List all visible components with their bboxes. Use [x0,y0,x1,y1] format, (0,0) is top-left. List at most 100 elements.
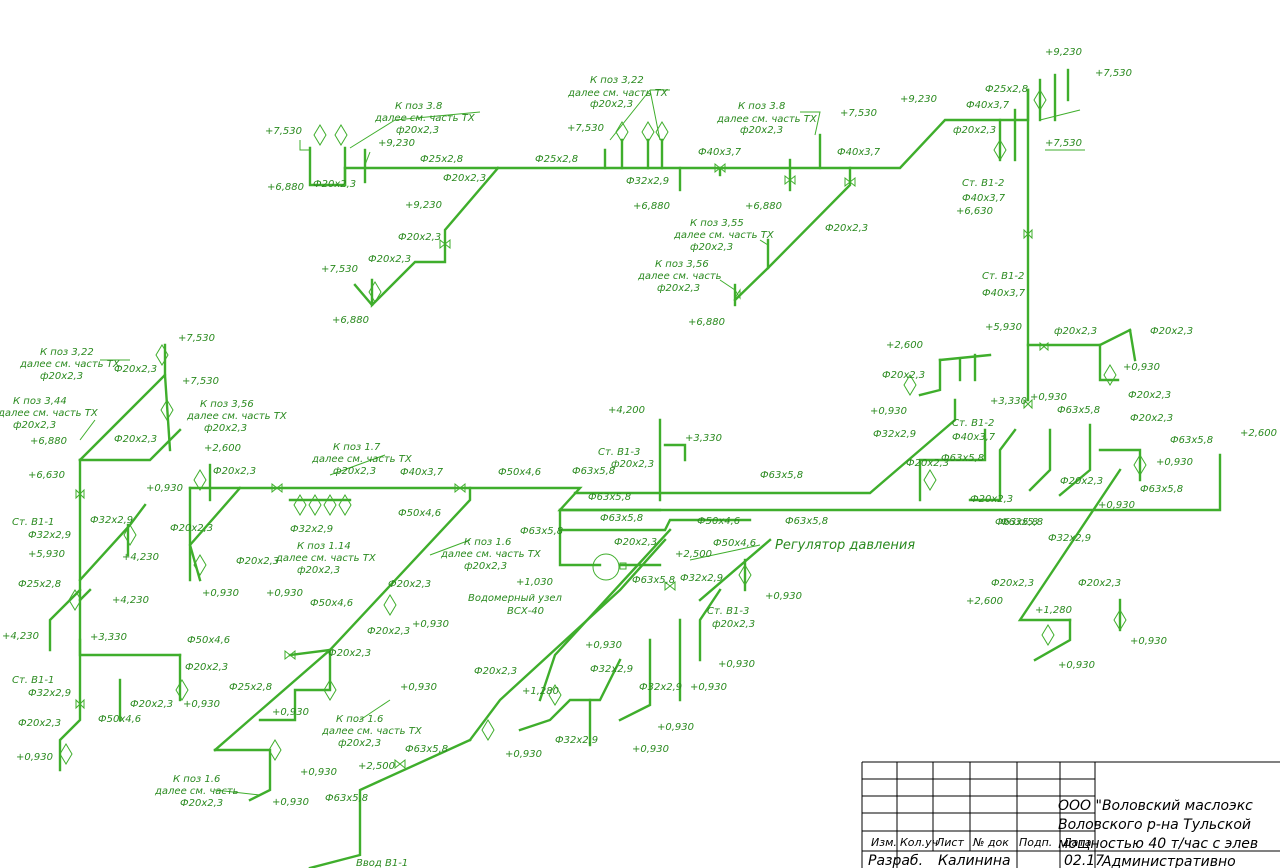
label-pl-3330-a: +3,330 [90,632,127,643]
label-ph20-m: ф20х2,3 [712,619,755,630]
label-st-b1-2-c: Ст. В1-2 [952,418,994,429]
fixture-symbols [59,89,1147,765]
water-meter [592,553,627,581]
label-pl-7530-f: +7,530 [840,108,877,119]
titleblock-col-data: Дата [1062,836,1092,849]
label-pl-6880-b: +6,880 [332,315,369,326]
label-top-7530-r: +7,530 [1095,68,1132,79]
label-d25-2-8-c: Ф25х2,8 [18,579,61,590]
label-pl-9230-c: +9,230 [378,138,415,149]
label-pl-2600-c: +2,600 [1240,428,1277,439]
label-d20-2-3-r: ф20х2,3 [953,125,996,136]
label-pl-4200: +4,200 [608,405,645,416]
titleblock-company-line1: ООО "Воловский маслоэкс [1058,798,1253,814]
label-d20-2-3-v: Ф20х2,3 [1150,326,1193,337]
label-d25-2-8-b: Ф25х2,8 [535,154,578,165]
label-d20-2-3-m: Ф20х2,3 [367,626,410,637]
label-ph20-j: ф20х2,3 [297,565,340,576]
label-d32-2-9-d: Ф32х2,9 [290,524,333,535]
titleblock-col-ndok: № док [972,836,1009,849]
label-pl-4230-b: +4,230 [112,595,149,606]
label-d20-2-3-r2: Ф20х2,3 [474,666,517,677]
label-d25-2-8-d: Ф25х2,8 [229,682,272,693]
label-kpoz38-a: К поз 3.8 [395,101,442,112]
label-pl-0930-v: +0,930 [1098,500,1135,511]
label-pl-7530-c: +7,530 [1045,138,1082,149]
label-kpoz16-c: К поз 1.6 [173,774,220,785]
label-d32-2-9-j: Ф32х2,9 [873,429,916,440]
label-d20-2-3-x: Ф20х2,3 [1130,413,1173,424]
annotation-labels: +9,230 +7,530 Ф25х2,8 Ф40х3,7 +9,230 ф20… [0,47,1277,868]
label-top-9230: +9,230 [1045,47,1082,58]
label-d20-2-3-w: Ф20х2,3 [1128,390,1171,401]
label-d20-2-3-a: Ф20х2,3 [313,179,356,190]
label-kpoz344: К поз 3,44 [13,396,67,407]
label-d20-2-3-n: Ф20х2,3 [328,648,371,659]
label-d20-2-3-t: Ф20х2,3 [906,458,949,469]
label-st-b1-3-a: Ст. В1-3 [598,447,640,458]
label-d32-2-9-b: Ф32х2,9 [28,530,71,541]
label-d20-2-3-e: Ф20х2,3 [825,223,868,234]
label-vsx40: ВСХ-40 [507,606,544,617]
label-dalee-i: далее см. часть ТХ [311,454,413,465]
label-pl-5930-b: +5,930 [985,322,1022,333]
label-d63-5-8-e: Ф63х5,8 [760,470,803,481]
titleblock-sheet-title: Административно [1101,854,1236,868]
label-pl-0930-n: +0,930 [690,682,727,693]
titleblock-col-list: Лист [935,836,964,849]
label-pl-0930-i: +0,930 [272,707,309,718]
label-pl-0930-k: +0,930 [300,767,337,778]
label-d20-2-3-i: Ф20х2,3 [170,523,213,534]
label-pl-5930-a: +5,930 [28,549,65,560]
label-d63-5-8-b: Ф63х5,8 [588,492,631,503]
label-d63-5-8-d: Ф63х5,8 [520,526,563,537]
label-pl-6880-e: +6,880 [688,317,725,328]
label-d40-3-7-a: Ф40х3,7 [698,147,742,158]
leader-lines [79,89,1085,796]
label-d32-2-9-c: Ф32х2,9 [90,515,133,526]
label-pl-0930-a: +0,930 [146,483,183,494]
label-dalee-k: далее см. часть ТХ [440,549,542,560]
label-dalee-l: далее см. часть ТХ [321,726,423,737]
label-kpoz38-b: К поз 3.8 [738,101,785,112]
label-dalee-g: далее см. часть ТХ [0,408,99,419]
label-d63-5-8-o: Ф63х5,8 [1000,517,1043,528]
label-ph20-d: ф20х2,3 [690,242,733,253]
label-pl-2500-b: +2,500 [358,761,395,772]
label-d20-2-3-g: Ф20х2,3 [114,434,157,445]
label-vodomer: Водомерный узел [468,593,563,604]
label-pl-2600-d: +2,600 [966,596,1003,607]
label-regulator: Регулятор давления [775,538,915,553]
label-pl-9230-d: +9,230 [405,200,442,211]
label-d50-4-6-c: Ф50х4,6 [310,598,353,609]
label-ph20-k: ф20х2,3 [464,561,507,572]
label-dalee-h: далее см. часть ТХ [186,411,288,422]
label-ph20-g: ф20х2,3 [13,420,56,431]
label-pl-0930-e: +0,930 [765,591,802,602]
label-d20-2-3-z: Ф20х2,3 [991,578,1034,589]
label-dalee-m: далее см. часть [154,786,239,797]
label-st-b1-1-b: Ст. В1-1 [12,675,54,686]
label-d63-5-8-i: Ф63х5,8 [325,793,368,804]
label-dalee-a: далее см. часть ТХ [567,88,669,99]
label-d20-2-3-c: Ф20х2,3 [398,232,441,243]
label-st-b1-3-b: Ст. В1-3 [707,606,749,617]
label-kpoz322-a: К поз 3,22 [590,75,644,86]
titleblock-col-koluch: Кол.уч [900,836,939,849]
label-pl-0930-h: +0,930 [183,699,220,710]
label-ph20-f: ф20х2,3 [40,371,83,382]
label-d40-3-7-s: Ф40х3,7 [962,193,1006,204]
label-pl-6630-b: +6,630 [28,470,65,481]
label-d40-3-7-c: Ф40х3,7 [400,467,444,478]
label-d20-2-3-o: Ф20х2,3 [185,662,228,673]
label-d20-2-3-q: Ф20х2,3 [18,718,61,729]
label-dalee-c: далее см. часть ТХ [716,114,818,125]
label-pl-1030: +1,030 [516,577,553,588]
label-d20-2-3-h: Ф20х2,3 [213,466,256,477]
label-d20-2-3-p: Ф20х2,3 [130,699,173,710]
label-pl-3330-c: +3,330 [990,396,1027,407]
label-d32-2-9-k: Ф32х2,9 [1048,533,1091,544]
label-kpoz16-b: К поз 1.6 [336,714,383,725]
titleblock-col-podp: Подп. [1019,836,1052,849]
titleblock-company-line3: мощностью 40 т/час с элев [1058,836,1258,852]
